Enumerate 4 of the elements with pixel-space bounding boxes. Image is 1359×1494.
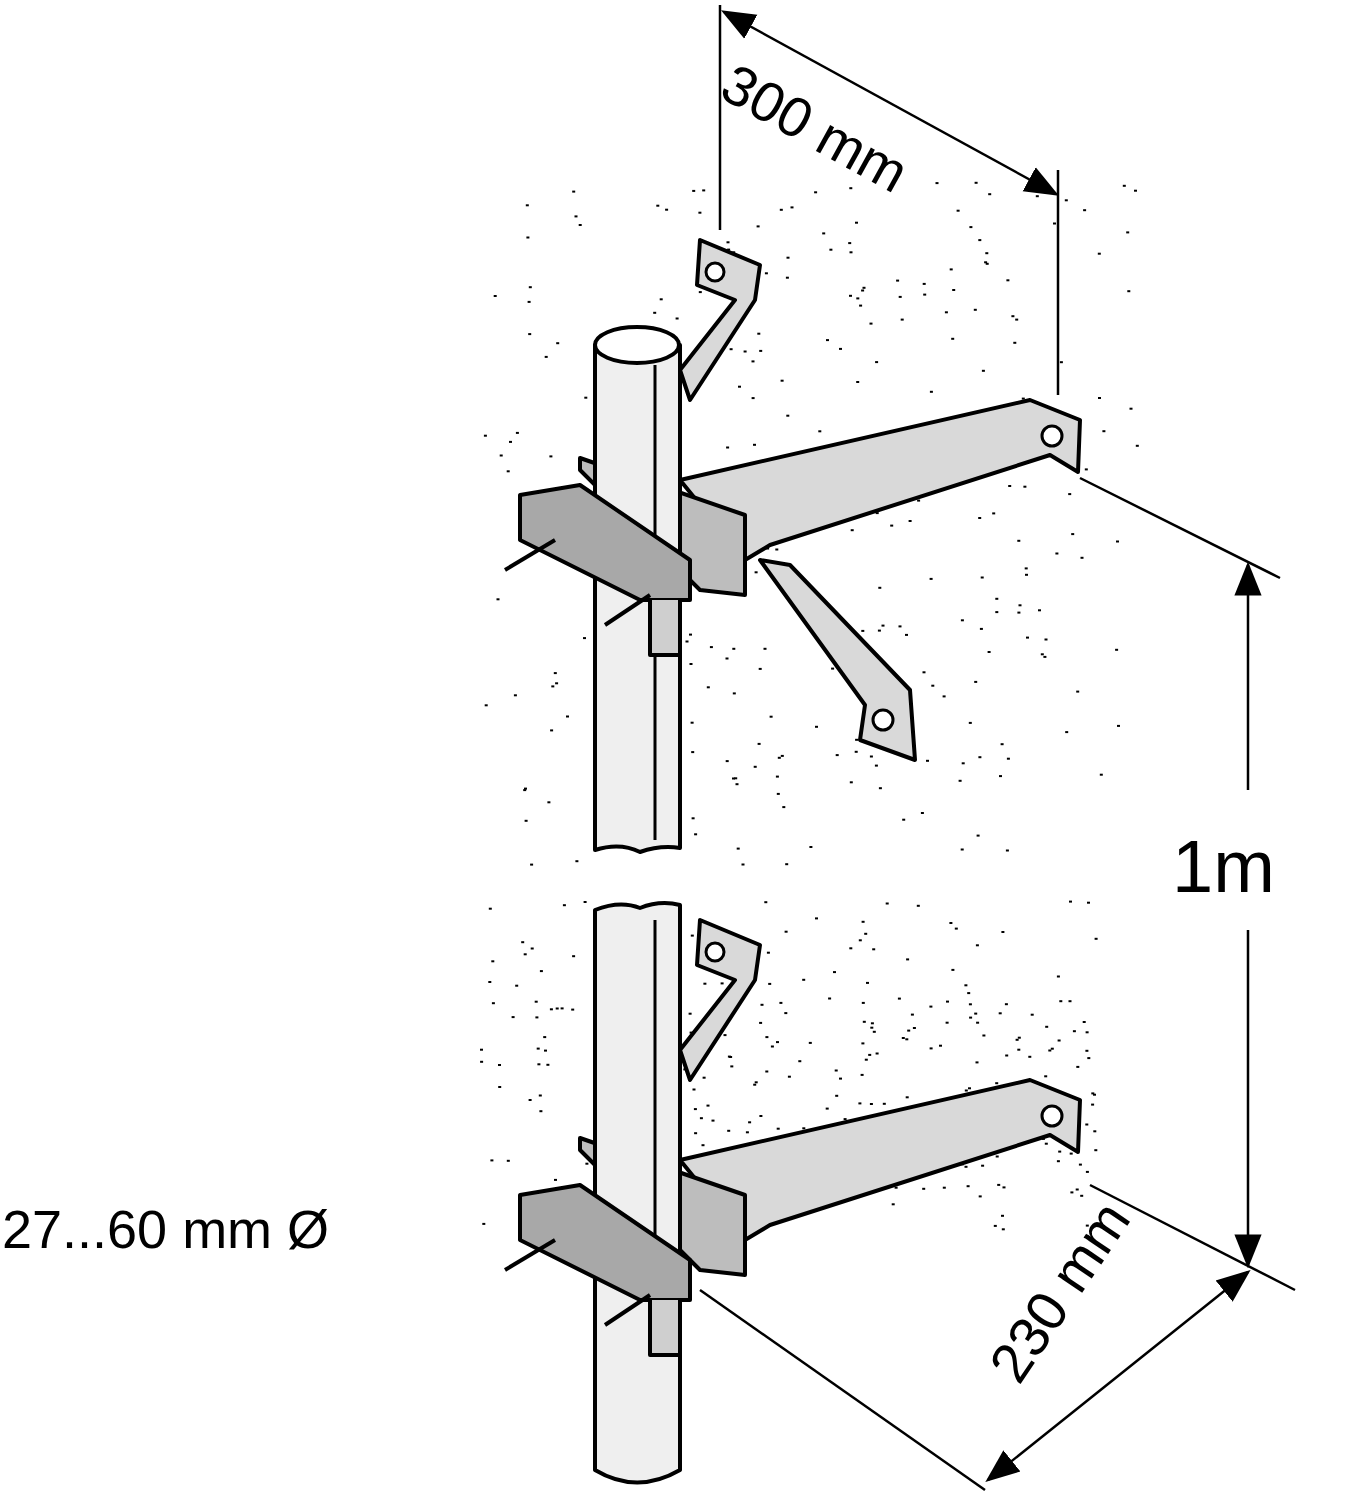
dimension-label: 300 mm [712, 55, 917, 203]
dimension-label: 230 mm [980, 1192, 1140, 1392]
diameter-label: 27...60 mm Ø [2, 1202, 330, 1256]
dimension-label: 1m [1172, 830, 1275, 904]
